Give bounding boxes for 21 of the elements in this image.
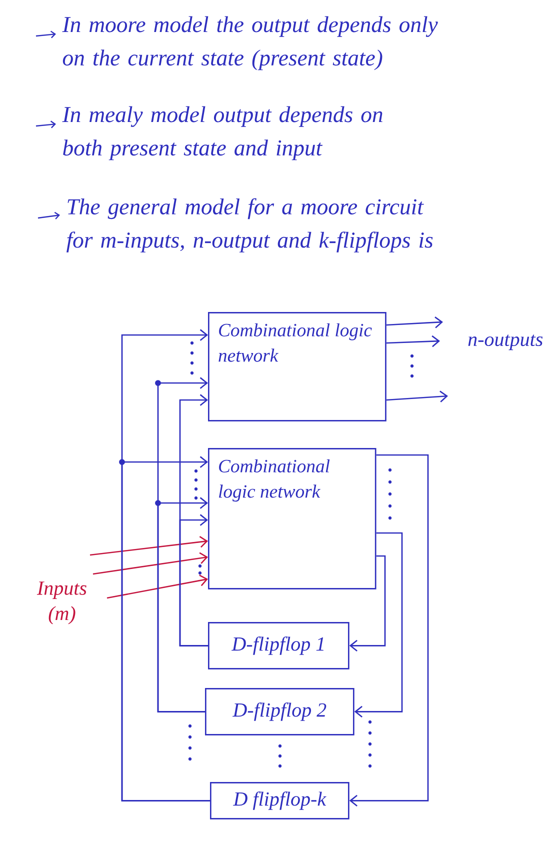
logic-box: Combinational logic network [208, 448, 376, 590]
arrow [179, 514, 208, 646]
input-label: Inputs (m) [36, 582, 86, 624]
arrow [386, 335, 440, 348]
arrow [354, 532, 403, 718]
arrow [386, 390, 448, 402]
arrow [349, 555, 386, 652]
arrow [157, 497, 208, 712]
arrow [92, 552, 208, 575]
flipflop-box: D-flipflop 2 [205, 688, 354, 736]
logic-box: Combinational logic network [208, 312, 386, 422]
arrow [90, 536, 208, 556]
note-text: In moore model the output depends only on the current state (present state) [62, 16, 438, 70]
flipflop-box: D-flipflop 1 [208, 622, 350, 670]
arrow [349, 454, 429, 807]
arrow [106, 574, 208, 599]
note-text: In mealy model output depends on both present state and input [62, 106, 382, 160]
output-label: n-outputs [468, 334, 543, 350]
flipflop-box: D flipflop-k [210, 782, 350, 820]
note-text: The general model for a moore circuit for m-inputs, n-output and k-flipflops is [66, 198, 433, 252]
arrow [386, 316, 443, 328]
